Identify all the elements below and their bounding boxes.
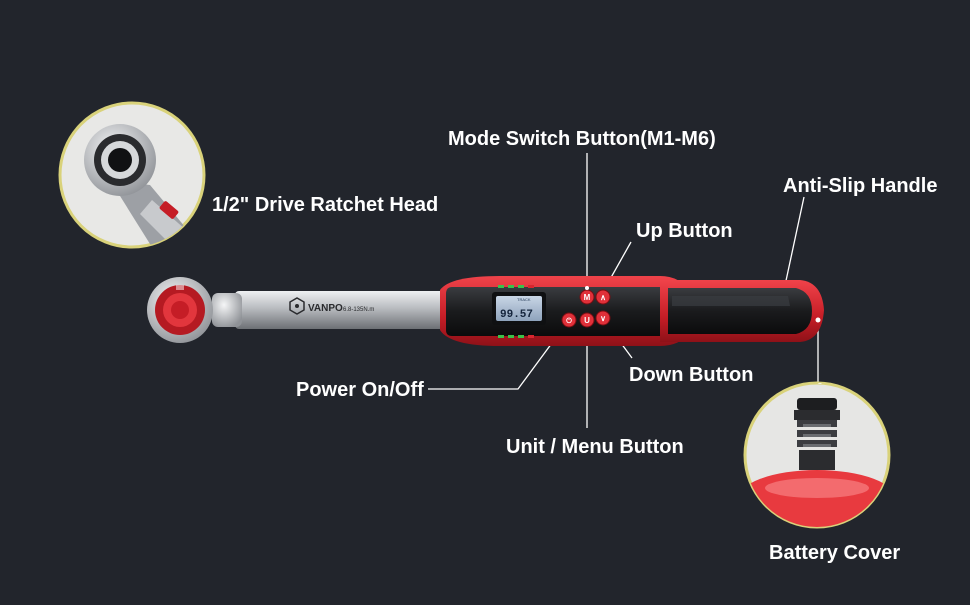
lcd-mode-text: TRACK [517,297,531,302]
brand-name: VANPO [308,303,343,314]
leader-dot [815,317,821,323]
up-arrow-icon: ∧ [600,293,606,302]
down-arrow-icon: ∨ [600,314,606,323]
down-button-callout: Down Button [629,364,754,386]
anti-slip-handle-callout: Anti-Slip Handle [783,175,938,197]
unit-button[interactable]: U [579,312,595,328]
mode-switch-callout: Mode Switch Button(M1-M6) [448,128,716,150]
battery-cover-callout: Battery Cover [769,542,901,564]
mode-button[interactable]: M [579,289,595,305]
unit-button-glyph: U [584,316,590,325]
power-icon: ⏻ [566,317,572,325]
leader-handle [783,196,805,291]
mode-button-glyph: M [584,293,591,302]
battery-cover-inset [743,381,891,529]
down-button[interactable]: ∨ [595,310,611,326]
lcd-value: 99.57 [500,309,533,321]
torque-wrench: TRACK 99.57 M ∧ ⏻ U ∨ VANPO 6.8-135N.m [147,276,824,346]
up-button-callout: Up Button [636,220,733,242]
unit-menu-callout: Unit / Menu Button [506,436,684,458]
torque-range: 6.8-135N.m [343,307,374,313]
power-button[interactable]: ⏻ [561,312,577,328]
indicator-lights [498,285,534,338]
up-button[interactable]: ∧ [595,289,611,305]
leader-dot [585,286,589,290]
power-callout: Power On/Off [296,379,424,401]
ratchet-head-inset [58,101,206,249]
brand-logo: VANPO 6.8-135N.m [289,297,374,315]
ratchet-head-callout: 1/2" Drive Ratchet Head [212,194,439,216]
lcd-screen [496,296,542,321]
